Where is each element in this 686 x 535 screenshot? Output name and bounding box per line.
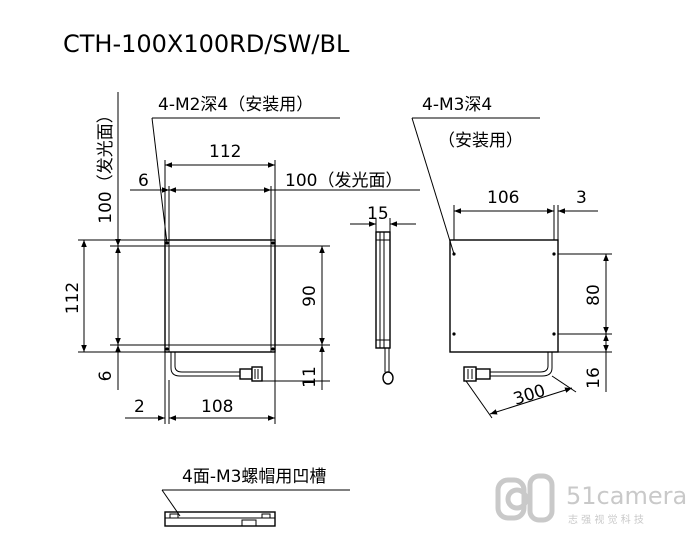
dim-106: 106 [487, 188, 519, 208]
label-m3-line2: （安装用） [438, 131, 523, 151]
hole-mark [271, 241, 275, 245]
dim-300: 300 [511, 381, 548, 410]
back-outline [449, 239, 559, 353]
side-outline [375, 231, 391, 349]
hole-mark [165, 347, 169, 351]
front-outline [164, 239, 276, 353]
bottom-outline [164, 511, 276, 527]
label-m3-line1: 4-M3深4 [422, 95, 492, 115]
dim-15: 15 [367, 204, 389, 224]
watermark-subtitle: 志 强 视 觉 科 技 [568, 513, 644, 526]
drawing-title: CTH-100X100RD/SW/BL [63, 30, 350, 58]
dim-6-top: 6 [138, 171, 149, 191]
back-cable [490, 352, 549, 373]
dim-6-left: 6 [96, 371, 116, 382]
cable [170, 352, 240, 377]
back-view: 4-M3深4 （安装用） 106 3 80 16 300 [411, 95, 612, 419]
dim-11: 11 [300, 366, 320, 388]
watermark-brand: 51camera [566, 482, 686, 510]
dim-80: 80 [584, 284, 604, 306]
dim-2: 2 [134, 397, 145, 417]
hole-mark [271, 347, 275, 351]
front-view: 112 6 100（发光面） 4-M2深4（安装用） 112 100（发光面） … [63, 92, 420, 424]
label-groove: 4面-M3螺帽用凹槽 [182, 467, 326, 487]
dim-112-left: 112 [63, 282, 83, 314]
hole-mark [452, 332, 456, 336]
label-emit-top: 100（发光面） [285, 171, 402, 191]
dim-90: 90 [300, 285, 320, 307]
dim-108: 108 [201, 397, 233, 417]
dim-3: 3 [576, 188, 587, 208]
label-emit-left: 100（发光面） [96, 106, 116, 223]
dim-112-top: 112 [209, 142, 241, 162]
hole-mark [552, 332, 556, 336]
back-connector [475, 368, 491, 380]
side-connector [382, 371, 394, 385]
brand-logo-icon [495, 473, 555, 523]
bottom-view: 4面-M3螺帽用凹槽 [161, 467, 350, 527]
label-m2: 4-M2深4（安装用） [158, 95, 313, 115]
dim-16: 16 [584, 367, 604, 389]
connector [239, 368, 253, 380]
hole-mark [552, 252, 556, 256]
watermark: 51camera 志 强 视 觉 科 技 [495, 473, 686, 526]
side-view: 15 [350, 204, 416, 385]
